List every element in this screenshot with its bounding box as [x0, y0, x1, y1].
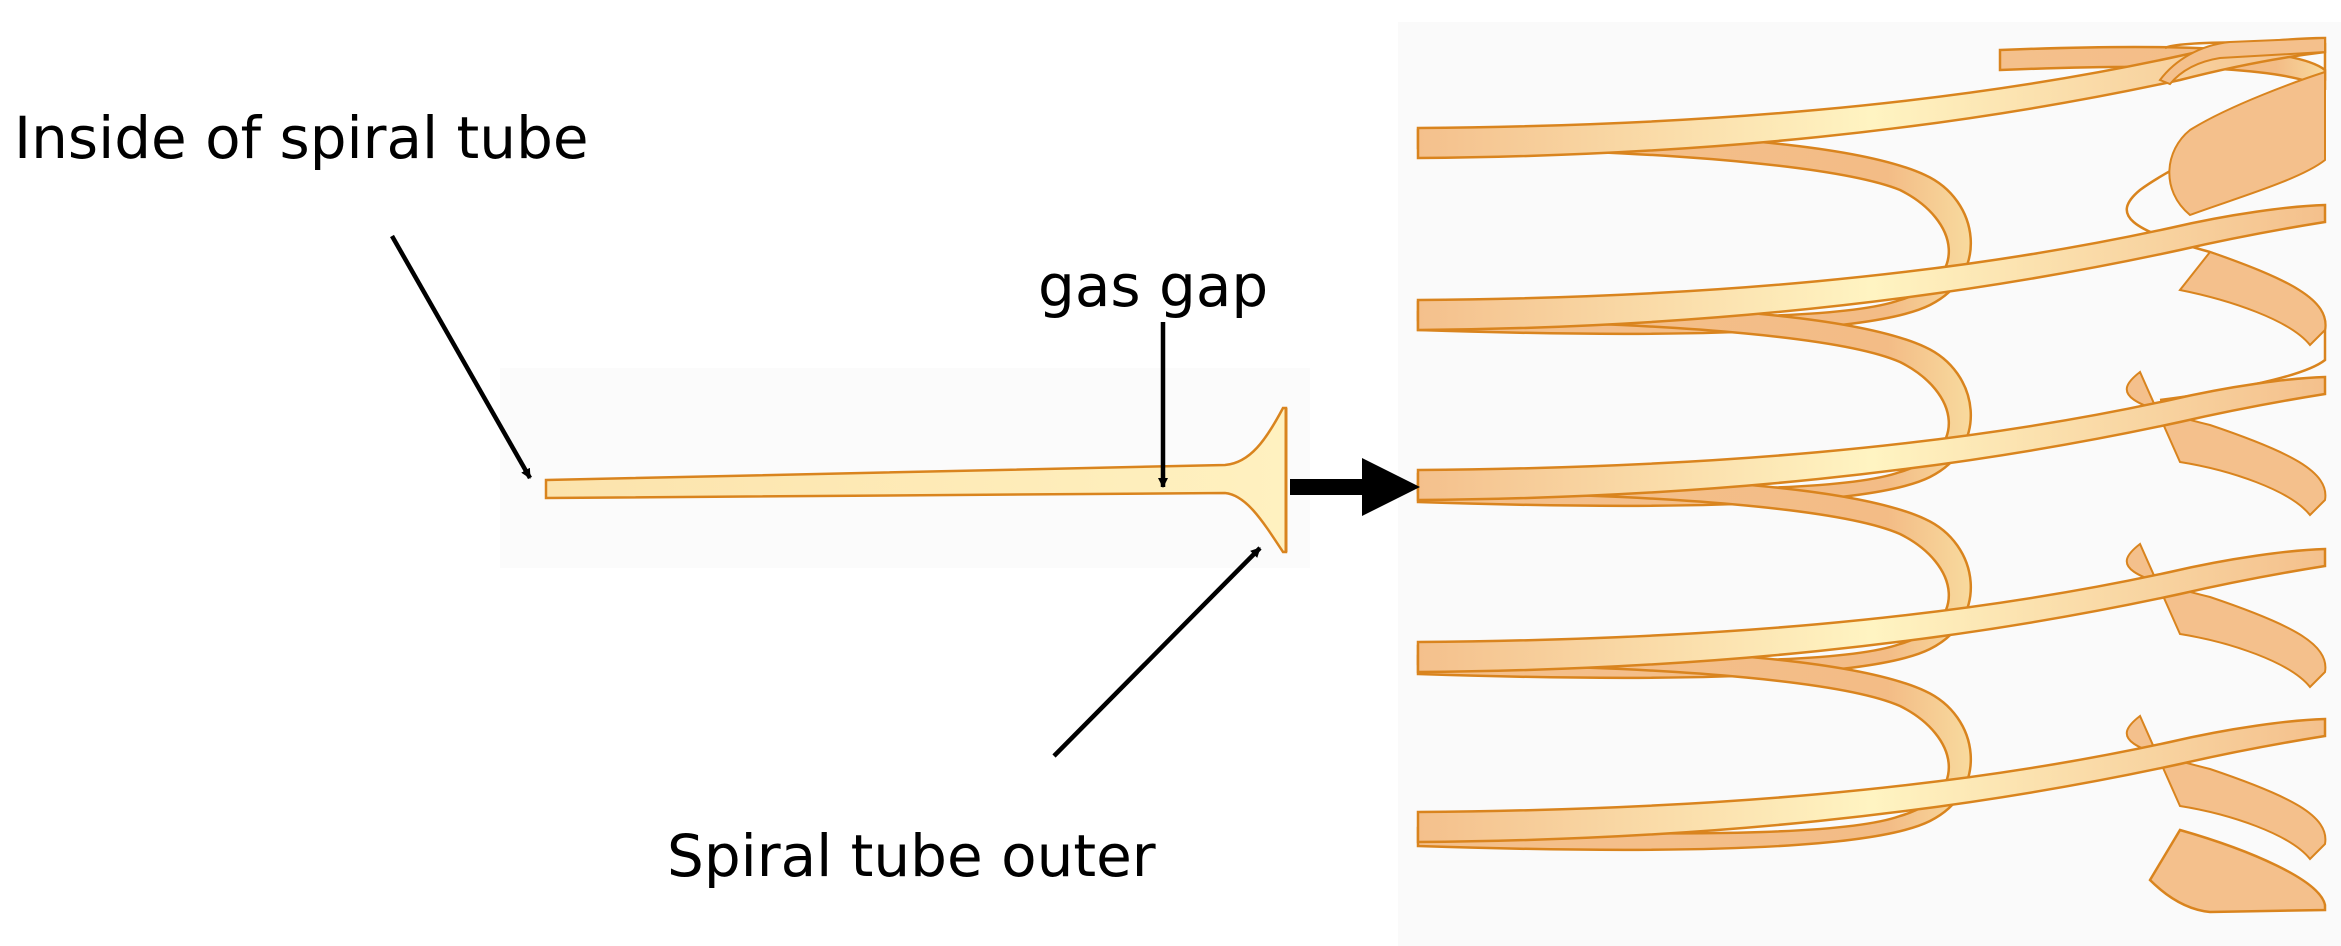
spiral-right-edges [2125, 40, 2327, 914]
tube-cross-section [544, 406, 1288, 554]
pointer-arrows [390, 234, 1262, 758]
gas-gap-label: gas gap [1038, 252, 1268, 320]
outer-label: Spiral tube outer [667, 822, 1156, 890]
outer-pointer-arrow [1052, 546, 1262, 758]
spiral-front-bands [1416, 36, 2327, 844]
inside-pointer-arrow [390, 234, 532, 480]
bold-right-arrow-icon [1290, 458, 1420, 516]
inside-label: Inside of spiral tube [14, 104, 589, 172]
spiral-tube [1416, 36, 2327, 914]
